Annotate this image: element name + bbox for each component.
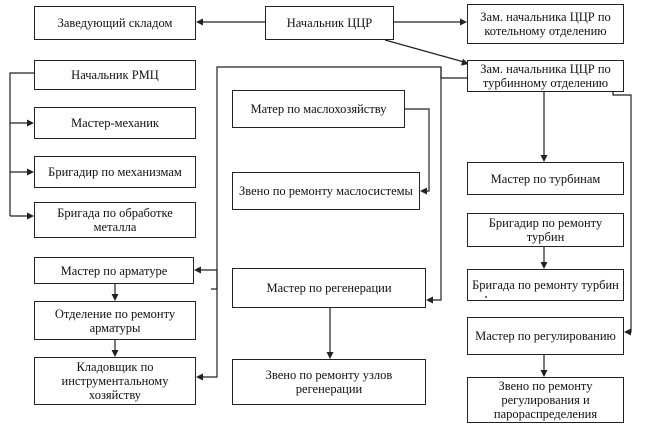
node-brigadir-turbiny: Бригадир по ремонту турбин [467,213,624,247]
node-label: Зам. начальника ЦЦР по турбинному отделе… [480,62,611,90]
node-label: Заведующий складом [57,16,173,30]
node-label: Звено по ремонту регулирования и парорас… [493,379,598,421]
node-brigada-turbiny: Бригада по ремонту турбин [467,269,624,301]
node-label: Мастер по регенерации [266,281,392,295]
arrowhead [196,373,203,381]
arrowhead [624,328,631,336]
node-label: Звено по ремонту маслосистемы [239,184,413,198]
arrowhead [420,187,427,195]
node-label: Отделение по ремонту арматуры [54,306,176,335]
node-label: Бригада по обработке металла [57,206,173,234]
node-brigada-metall: Бригада по обработке металла [34,202,196,238]
node-master-regeneraciya: Мастер по регенерации [232,268,426,308]
node-zveno-regulirovanie: Звено по ремонту регулирования и парорас… [467,377,624,423]
node-label: Мастер-механик [70,116,159,130]
node-master-regulirovanie: Мастер по регулированию [467,317,624,355]
node-zam-turbin: Зам. начальника ЦЦР по турбинному отделе… [467,60,624,92]
node-nachalnik-ccr: Начальник ЦЦР [265,6,394,40]
node-kladovshchik: Кладовщик по инструментальному хозяйству [34,357,196,405]
edge-armatur-trunk [201,270,218,378]
node-zam-kotel: Зам. начальника ЦЦР по котельному отделе… [467,4,624,44]
node-master-mekhanik: Мастер-механик [34,107,196,139]
node-label: Мастер по арматуре [60,263,168,278]
arrowhead [196,18,203,26]
node-label: Начальник РМЦ [71,68,159,82]
node-master-armatura: Мастер по арматуре [34,257,194,284]
node-zveno-maslosistema: Звено по ремонту маслосистемы [232,172,420,210]
edge-zam-turbin-rmc [211,66,467,290]
node-label: Матер по маслохозяйству [250,102,387,116]
node-label: Бригада по ремонту турбин [472,278,619,292]
node-nachalnik-rmc: Начальник РМЦ [34,60,196,90]
node-label: Мастер по турбинам [490,171,601,186]
arrowhead [540,262,548,269]
speck [485,296,487,298]
edge-rmc-bracket [9,72,34,216]
node-label: Начальник ЦЦР [286,16,373,30]
node-label: Мастер по регулированию [475,329,616,343]
node-mater-maslokhozyaystvo: Матер по маслохозяйству [232,90,405,128]
node-zveno-regeneraciya: Звено по ремонту узлов регенерации [232,359,426,405]
node-zaveduyushchiy-skladom: Заведующий складом [34,6,196,40]
arrowhead [326,352,334,359]
arrowhead [27,168,34,176]
arrowhead [540,155,548,162]
arrowhead [27,212,34,220]
edge-zam-turbin-maslo-branch [431,67,442,301]
node-brigadir-mekhanizmy: Бригадир по механизмам [34,156,196,188]
arrowhead [194,266,201,274]
node-label: Бригадир по механизмам [48,165,182,179]
node-label: Звено по ремонту узлов регенерации [265,368,393,396]
arrowhead [27,119,34,127]
node-label: Зам. начальника ЦЦР по котельному отделе… [480,10,611,38]
node-label: Бригадир по ремонту турбин [488,216,603,244]
edge-nachalnik-zam-turbin [384,39,465,63]
node-label: Кладовщик по инструментальному хозяйству [61,360,169,402]
node-otdelenie-armatura: Отделение по ремонту арматуры [34,301,196,340]
arrowhead [111,294,119,301]
arrowhead [540,370,548,377]
arrowhead [460,18,467,26]
arrowhead [426,296,433,304]
arrowhead [111,350,119,357]
node-master-turbiny: Мастер по турбинам [467,162,624,195]
